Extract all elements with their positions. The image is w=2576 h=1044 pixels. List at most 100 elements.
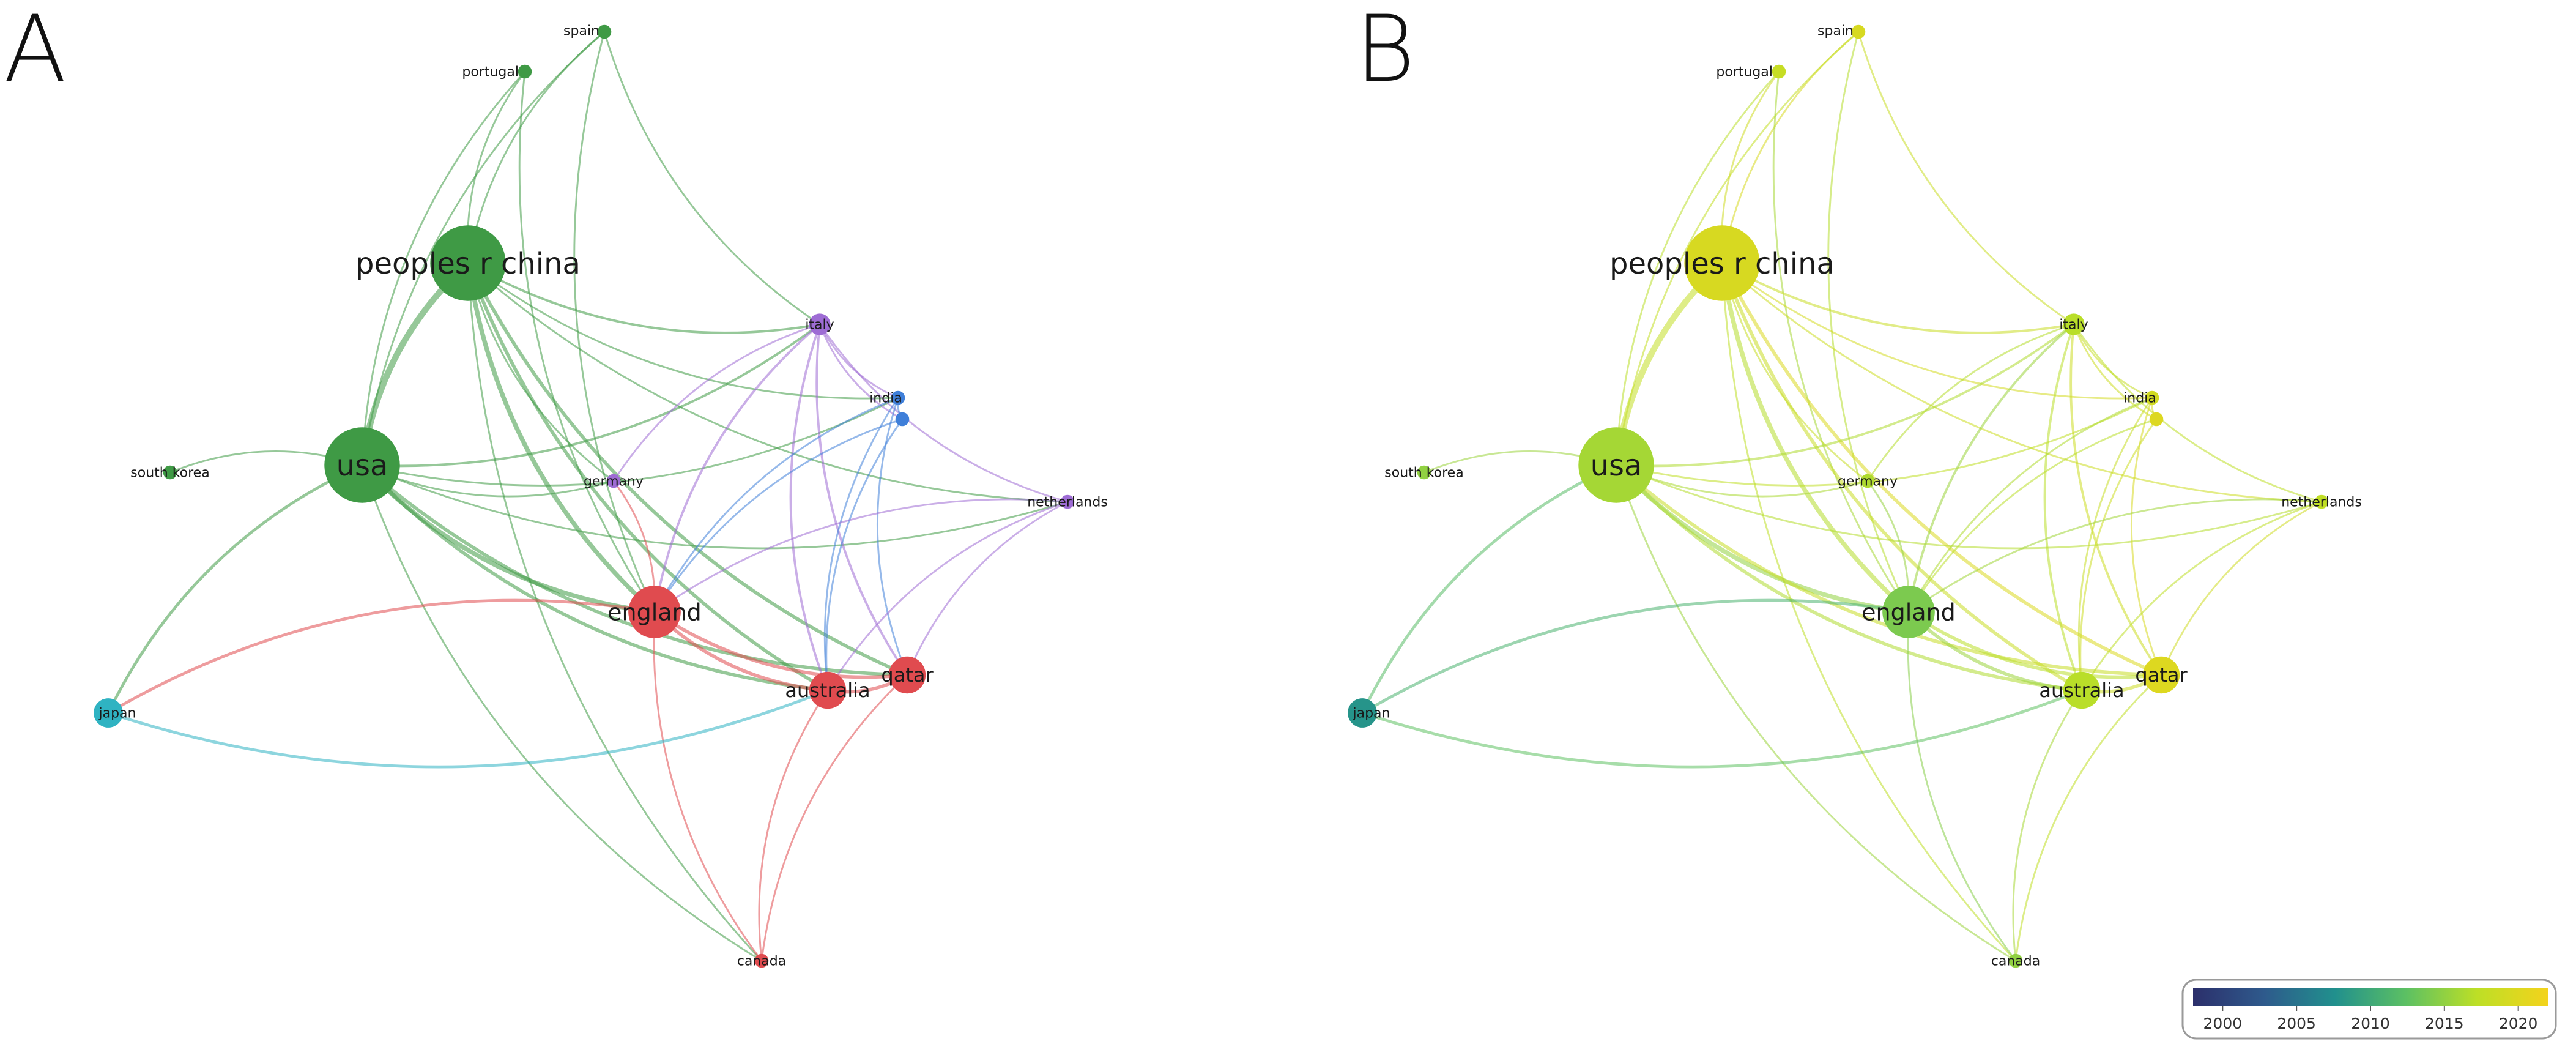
panel-b-link-india-qatar [2130,397,2162,676]
panel-b-link-usa-italy [1616,323,2075,468]
panel-a-node-india [891,390,905,405]
panel-a-link-italy-india2 [818,324,903,420]
panel-a-link-italy-netherlands [818,324,1068,503]
panel-b-link-england-canada [1907,611,2017,961]
panel-b-link-portugal-usa [1615,71,1780,466]
panel-b-link-portugal-england [1772,71,1910,613]
panel-b-node-japan [1348,698,1377,728]
panel-a-link-spain-england [573,31,656,613]
panel-a-link-qatar-canada [760,674,908,961]
panel-b-link-india2-england [1907,418,2157,613]
panel-b-link-japan-australia [1362,688,2082,769]
panel-b-letter: B [1355,0,1415,103]
panel-b-link-india-australia [2077,397,2153,691]
panel-b-link-england-japan [1361,598,1909,715]
panel-a-link-spain-italy [603,31,820,326]
panel-b-link-qatar-canada [2014,674,2162,961]
panel-b-label-england: england [1861,598,1956,625]
panel-a-link-china-canada [467,263,763,961]
panel-b-label-japan: japan [1353,706,1390,721]
panel-a-link-india2-england [653,418,903,613]
panel-a-link-england-japan [107,598,655,715]
panel-b-link-spain-england [1827,31,1910,613]
panel-a-links [106,31,1068,962]
panel-a-link-italy-india [818,324,899,399]
panel-b-link-usa-australia [1614,464,2082,692]
panel-a-node-canada [754,953,769,968]
panel-a-label-qatar: qatar [881,663,934,687]
panel-b-link-italy-india2 [2073,324,2157,420]
panel-a-link-india-qatar [876,397,908,676]
panel-a-node-germany [606,474,621,488]
panel-b-node-australia [2063,671,2101,709]
panel-b-label-germany: germany [1838,474,1898,490]
panel-b-link-england-qatar [1907,610,2162,679]
panel-b-node-canada [2008,953,2023,968]
panel-a-link-india-england [653,397,899,613]
panel-a-link-china-netherlands [467,262,1068,503]
panel-b-label-southkorea: south korea [1384,466,1463,481]
panel-b-link-italy-india [2073,324,2153,399]
panel-b-node-netherlands [2314,494,2329,509]
panel-a-link-china-italy [467,262,820,334]
panel-b-link-netherlands-australia [2080,501,2322,691]
panel-a-link-japan-australia [108,688,828,769]
legend-tick-label-2000: 2000 [2203,1015,2243,1032]
panel-b-link-usa-qatar [1615,463,2162,677]
panel-b-link-china-australia [1720,263,2083,692]
panel-a-node-italy [809,313,831,335]
panel-b-link-china-netherlands [1721,262,2322,503]
panel-b-link-spain-italy [1857,31,2074,326]
panel-b-link-australia-canada [2012,690,2083,961]
panel-b-link-usa-japan [1360,463,1617,714]
panel-b-link-italy-qatar [2069,324,2162,676]
panel-a-label-japan: japan [98,706,136,721]
panel-b-links [1360,31,2322,962]
panel-b-link-italy-netherlands [2073,324,2322,503]
legend-tick-label-2015: 2015 [2425,1015,2464,1032]
panel-a-label-india: india [869,391,902,406]
panel-a-node-japan [94,698,123,728]
panel-b-link-usa-netherlands [1616,464,2322,550]
panel-a-node-australia [809,671,847,709]
panel-a-label-england: england [607,598,702,625]
panel-a-link-italy-qatar [815,324,908,676]
panel-a-link-italy-england [653,323,821,613]
panel-a-link-usa-india [362,397,899,487]
panel-b-label-qatar: qatar [2135,663,2188,687]
panel-a-letter: A [4,0,67,103]
panel-b-label-italy: italy [2059,318,2088,333]
panel-a-link-china-india [467,262,899,400]
panel-a-link-india2-australia [825,419,904,691]
panel-a-node-netherlands [1060,494,1075,509]
panel-a-link-england-qatar [653,610,908,679]
panel-b-label-portugal: portugal [1716,65,1773,80]
panel-b-label-india: india [2123,391,2156,406]
panel-a-label-spain: spain [563,24,599,39]
panel-a-link-usa-japan [106,463,363,714]
panel-b-link-usa-canada [1615,464,2016,962]
panel-b-node-india [2145,390,2159,405]
legend-colorbar [2193,988,2548,1006]
panel-b-node-spain [1851,24,1866,39]
panel-b-link-usa-india [1616,397,2153,487]
panel-a-link-portugal-usa [361,71,526,466]
panel-a-link-australia-canada [758,690,829,961]
panel-a-link-italy-germany [612,323,820,482]
panel-a-node-qatar [888,656,926,694]
panel-b-node-germany [1860,474,1875,488]
panel-b-link-india-england [1907,397,2153,613]
panel-b-link-italy-australia [2043,324,2083,691]
panel-a-node-usa [324,427,400,503]
panel-b-node-england [1882,586,1935,638]
panel-a-label-portugal: portugal [462,65,519,80]
panel-a-label-australia: australia [785,679,870,702]
panel-b-node-india2 [2149,412,2164,427]
panel-a-link-netherlands-australia [826,501,1068,691]
